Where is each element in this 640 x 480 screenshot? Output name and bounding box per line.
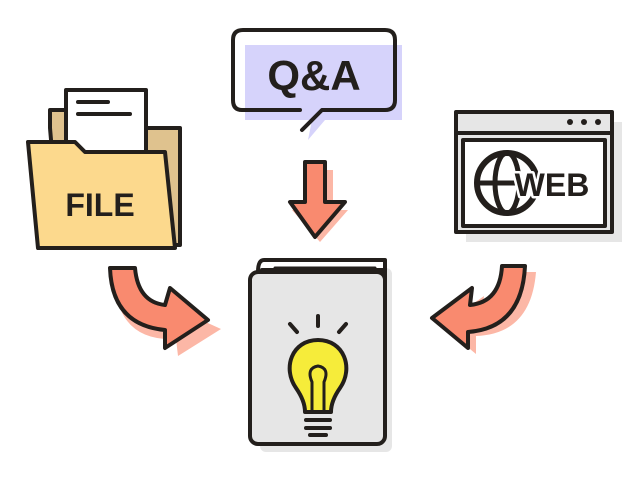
file-label: FILE [65,187,134,223]
qa-label: Q&A [267,52,360,99]
lightbulb-icon [287,314,349,437]
down-arrow-icon [288,160,348,242]
web-label: WEB [515,167,590,203]
qa-bubble-icon: Q&A [231,28,402,140]
curved-arrow-right-icon [430,264,536,354]
curved-arrow-left-icon [108,266,221,356]
web-browser-icon: WEB [454,110,622,242]
file-folder-icon: FILE [26,88,182,250]
